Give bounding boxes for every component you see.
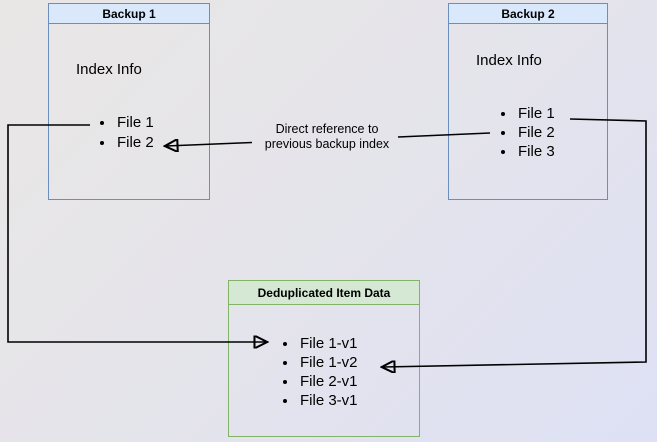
list-item: File 2	[516, 123, 555, 142]
list-item: File 2	[115, 133, 154, 153]
backup2-title: Backup 2	[449, 4, 607, 24]
list-item: File 1	[115, 113, 154, 133]
backup1-file-list: File 1 File 2	[99, 113, 154, 153]
edge-label-direct-reference: Direct reference to previous backup inde…	[243, 122, 411, 152]
list-item: File 3	[516, 142, 555, 161]
edge-label-line1: Direct reference to	[275, 122, 379, 136]
backup1-index-info-label: Index Info	[76, 61, 142, 78]
list-item: File 2-v1	[298, 372, 358, 391]
list-item: File 1-v2	[298, 353, 358, 372]
backup2-node: Backup 2 Index Info File 1 File 2 File 3	[448, 3, 608, 200]
list-item: File 1-v1	[298, 334, 358, 353]
backup1-title: Backup 1	[49, 4, 209, 24]
list-item: File 3-v1	[298, 391, 358, 410]
dedup-node: Deduplicated Item Data File 1-v1 File 1-…	[228, 280, 420, 437]
edge-label-line2: previous backup index	[264, 137, 390, 151]
backup2-index-info-label: Index Info	[476, 52, 542, 69]
backup2-file-list: File 1 File 2 File 3	[500, 104, 555, 161]
dedup-file-list: File 1-v1 File 1-v2 File 2-v1 File 3-v1	[282, 334, 358, 410]
list-item: File 1	[516, 104, 555, 123]
backup1-node: Backup 1 Index Info File 1 File 2	[48, 3, 210, 200]
dedup-title: Deduplicated Item Data	[229, 281, 419, 305]
